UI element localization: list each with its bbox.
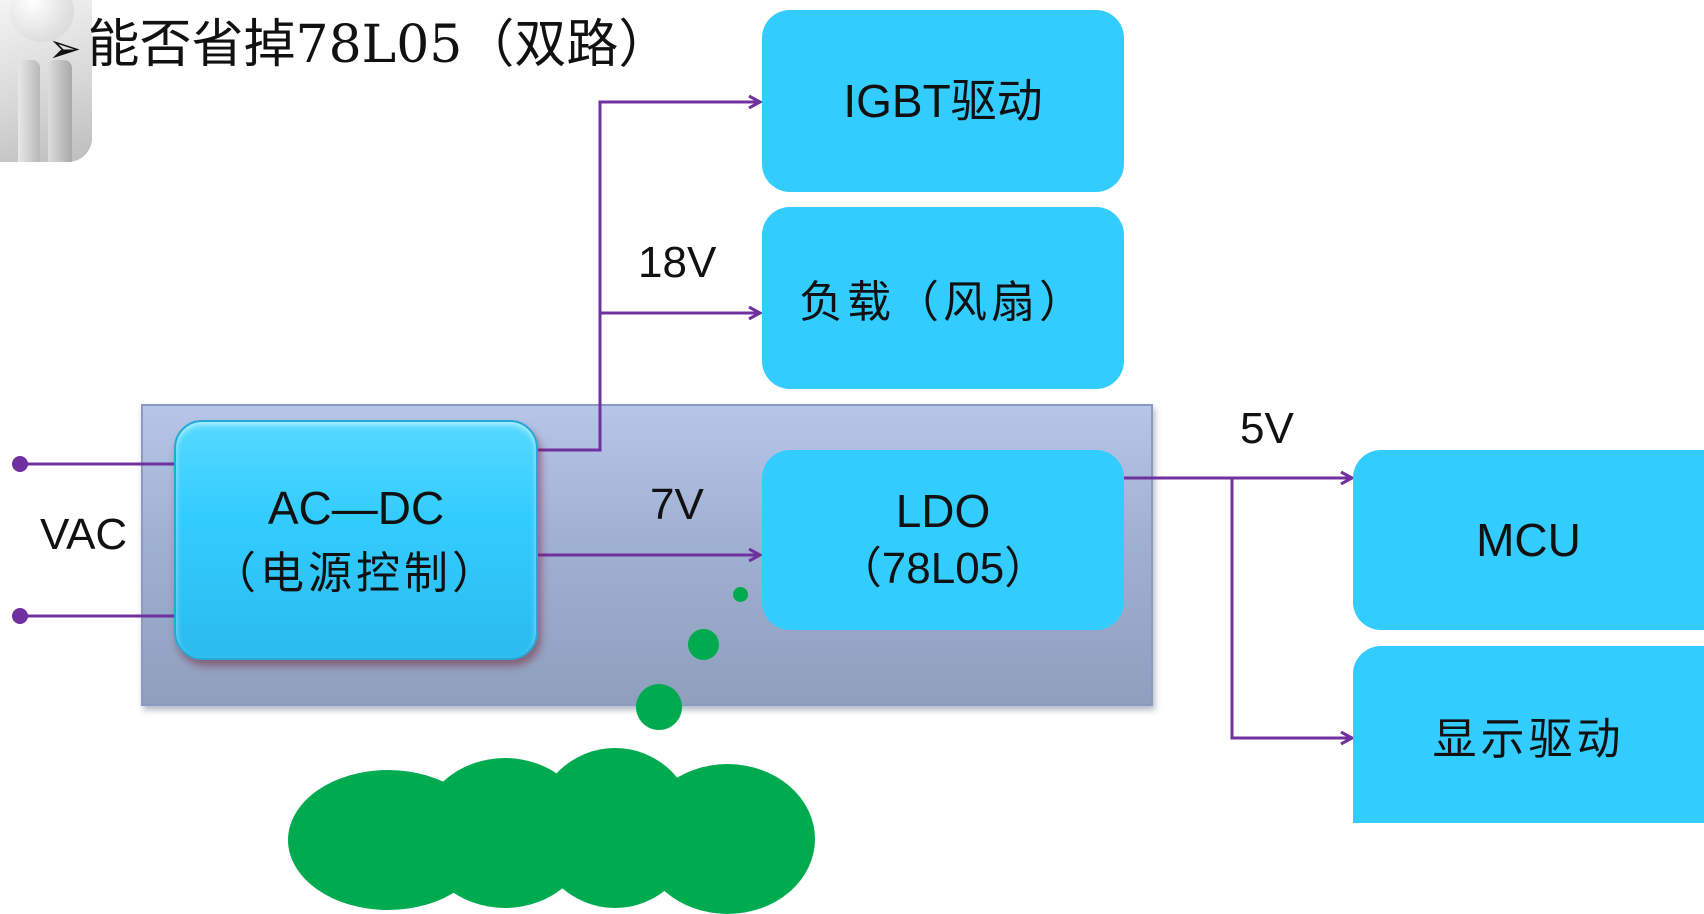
- ldo-part-label: （78L05）: [837, 544, 1049, 593]
- acdc-power-control-block: AC—DC （电源控制）: [174, 420, 538, 660]
- thought-bubble-medium: [688, 629, 719, 660]
- thought-bubble-large: [636, 684, 682, 730]
- voltage-18v-label: 18V: [638, 238, 717, 287]
- wire-5v-to-display: [1230, 478, 1352, 738]
- ldo-label: LDO: [895, 485, 991, 537]
- fan-load-block: 负载（风扇）: [762, 207, 1124, 389]
- wire-18v-to-igbt: [534, 102, 760, 452]
- thought-bubble-small: [733, 587, 748, 602]
- acdc-label: AC—DC: [267, 482, 445, 534]
- thought-cloud-part-4: [640, 764, 815, 914]
- mcu-block: MCU: [1353, 450, 1704, 630]
- title-bullet-icon: ➢: [48, 26, 82, 72]
- voltage-7v-label: 7V: [650, 480, 704, 529]
- vac-terminal-top: [12, 456, 28, 472]
- title-text: 能否省掉78L05（双路）: [87, 15, 671, 75]
- igbt-driver-label: IGBT驱动: [843, 75, 1043, 127]
- vac-label: VAC: [40, 510, 128, 559]
- connection-wires: [12, 0, 1704, 823]
- vac-terminal-bottom: [12, 608, 28, 624]
- fan-load-label: 负载（风扇）: [799, 277, 1087, 328]
- mcu-label: MCU: [1476, 514, 1581, 566]
- voltage-5v-label: 5V: [1240, 404, 1294, 453]
- acdc-sublabel: （电源控制）: [212, 548, 500, 599]
- igbt-driver-block: IGBT驱动: [762, 10, 1124, 192]
- display-driver-block: 显示驱动: [1353, 646, 1704, 823]
- thinking-figure-image: [0, 0, 92, 162]
- slide-title: ➢能否省掉78L05（双路）: [48, 10, 670, 80]
- display-driver-label: 显示驱动: [1432, 713, 1625, 765]
- ldo-block: LDO （78L05）: [762, 450, 1124, 630]
